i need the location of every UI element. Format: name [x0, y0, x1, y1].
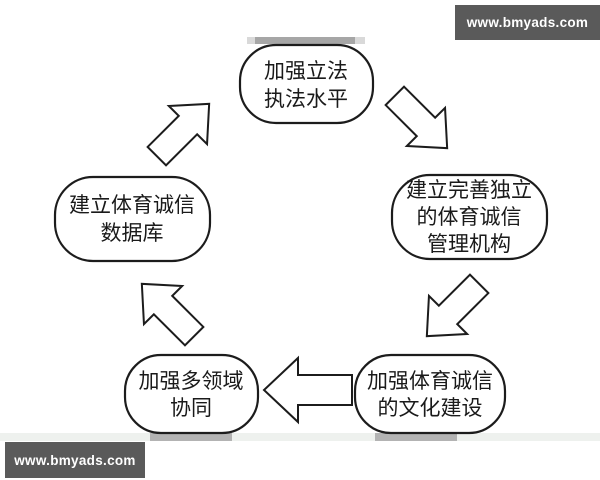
arrow-database-to-legislation-icon: [146, 102, 211, 167]
node-management-line2: 的体育诚信: [417, 205, 522, 229]
arrow-legislation-to-management-icon: [384, 85, 449, 150]
node-multidomain-line2: 协同: [170, 396, 212, 420]
node-legislation-line2: 执法水平: [264, 87, 348, 111]
node-legislation: 加强立法 执法水平: [238, 43, 375, 125]
gray-artifact-segment: [150, 433, 232, 441]
node-culture-line2: 的文化建设: [378, 396, 483, 420]
gray-artifact-bottom-band: [0, 433, 600, 441]
arrow-multidomain-to-database-icon: [140, 282, 205, 347]
watermark-bottom-left: www.bmyads.com: [5, 442, 145, 478]
node-multidomain: 加强多领域 协同: [123, 353, 260, 435]
arrow-culture-to-multidomain-icon: [262, 355, 353, 425]
watermark-top-right: www.bmyads.com: [455, 5, 600, 40]
node-culture: 加强体育诚信 的文化建设: [353, 353, 507, 435]
arrow-management-to-culture-icon: [425, 273, 490, 338]
gray-artifact-top-inner: [255, 37, 355, 44]
node-management-line1: 建立完善独立: [406, 178, 532, 202]
gray-artifact-segment: [375, 433, 457, 441]
node-database-line2: 数据库: [101, 221, 164, 245]
node-management: 建立完善独立 的体育诚信 管理机构: [390, 173, 549, 261]
node-legislation-line1: 加强立法: [264, 59, 348, 83]
gray-artifact-top: [247, 37, 365, 44]
node-database: 建立体育诚信 数据库: [53, 175, 212, 263]
node-culture-line1: 加强体育诚信: [367, 369, 493, 393]
node-multidomain-line1: 加强多领域: [139, 369, 244, 393]
node-management-line3: 管理机构: [427, 232, 511, 256]
node-database-line1: 建立体育诚信: [69, 193, 195, 217]
